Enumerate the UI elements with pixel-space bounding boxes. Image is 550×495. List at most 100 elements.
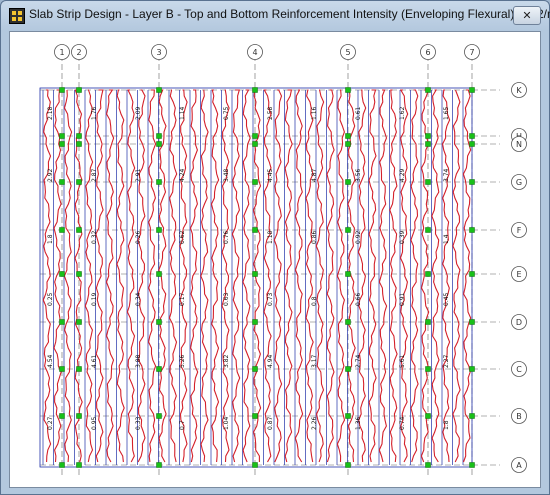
support-node [76,271,82,277]
reinforcement-value-label: 5.26 [179,354,186,368]
support-node [345,413,351,419]
grid-bubble-x [54,44,70,60]
reinforcement-value-label: 2.27 [443,354,450,368]
grid-app-icon[interactable] [9,8,25,24]
reinforcement-curve [95,89,104,463]
support-node [469,87,475,93]
support-node [59,227,65,233]
reinforcement-value-label: 3.88 [135,354,142,368]
grid-bubble-x [420,44,436,60]
reinforcement-curve [378,89,388,463]
reinforcement-value-label: 0.45 [443,292,450,306]
reinforcement-curve [273,89,283,463]
reinforcement-value-label: 1.14 [179,106,186,120]
support-node [76,179,82,185]
support-node [425,133,431,139]
reinforcement-curve [242,89,251,463]
reinforcement-value-label: 4.54 [47,354,54,368]
support-node [156,179,162,185]
support-node [59,133,65,139]
support-node [469,133,475,139]
grid-label-y: D [516,318,522,327]
reinforcement-value-label: 2.87 [91,168,98,182]
support-node [469,413,475,419]
reinforcement-curve [105,89,115,463]
reinforcement-value-label: 0.39 [399,230,406,244]
support-node [345,227,351,233]
grid-bubble-y [511,314,527,330]
support-node [425,227,431,233]
support-node [425,462,431,468]
reinforcement-value-label: 0.25 [47,292,54,306]
grid-label-y: G [516,178,522,187]
grid-label-x: 2 [76,48,81,57]
grid-label-y: F [517,226,522,235]
support-node [469,271,475,277]
support-node [252,227,258,233]
reinforcement-curve [284,89,293,463]
support-node [469,179,475,185]
reinforcement-curve [452,89,461,463]
support-node [59,413,65,419]
reinforcement-value-label: 4.94 [267,354,274,368]
support-node [425,366,431,372]
reinforcement-curve [63,89,73,463]
reinforcement-curve [399,89,409,463]
window-title: Slab Strip Design - Layer B - Top and Bo… [29,7,550,21]
grid-bubble-x [464,44,480,60]
title-bar[interactable]: Slab Strip Design - Layer B - Top and Bo… [1,1,550,29]
support-node [76,87,82,93]
support-node [59,87,65,93]
reinforcement-curve [116,89,125,463]
reinforcement-curve [294,89,304,463]
reinforcement-curve [189,89,199,463]
reinforcement-curve [336,89,346,463]
reinforcement-value-label: 0.62 [179,230,186,244]
reinforcement-value-label: 3.17 [311,354,318,368]
reinforcement-value-label: 0.61 [355,106,362,120]
reinforcement-curve [420,89,430,463]
reinforcement-value-label: 0.73 [267,292,274,306]
reinforcement-value-label: 0.7 [179,420,186,430]
support-node [156,227,162,233]
support-node [425,87,431,93]
reinforcement-curve [263,89,272,463]
reinforcement-curve [148,89,157,463]
grid-label-x: 7 [469,48,474,57]
reinforcement-value-label: 1.62 [399,106,406,120]
reinforcement-curve [326,89,335,463]
grid-label-x: 1 [59,48,64,57]
support-node [156,271,162,277]
support-node [252,179,258,185]
grid-bubble-x [247,44,263,60]
reinforcement-curve [200,89,209,463]
grid-label-y: B [516,412,522,421]
reinforcement-curve [210,89,220,463]
reinforcement-value-label: 3.56 [355,168,362,182]
grid-bubble-x [151,44,167,60]
reinforcement-curve [168,89,178,463]
reinforcement-value-label: 4.29 [399,168,406,182]
reinforcement-value-label: 4.24 [179,168,186,182]
grid-bubble-y [511,457,527,473]
reinforcement-value-label: 0.75 [223,106,230,120]
reinforcement-curve [305,89,314,463]
grid-label-y: N [516,140,522,149]
close-button[interactable]: ✕ [513,6,541,25]
support-node [469,141,475,147]
reinforcement-curve [431,89,440,463]
reinforcement-value-label: 1.65 [443,106,450,120]
support-node [345,141,351,147]
support-node [345,179,351,185]
reinforcement-value-label: 0.74 [399,416,406,430]
reinforcement-value-label: 0.32 [91,230,98,244]
reinforcement-value-label: 0.92 [355,230,362,244]
support-node [76,141,82,147]
reinforcement-value-label: 0.26 [135,230,142,244]
support-node [59,462,65,468]
reinforcement-value-label: 0.33 [135,416,142,430]
reinforcement-curve [410,89,419,463]
reinforcement-value-label: 0.95 [91,416,98,430]
